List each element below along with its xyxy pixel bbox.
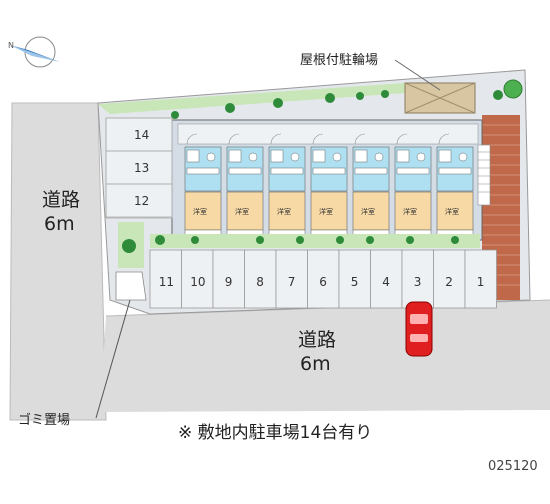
parking-space-8 — [244, 249, 277, 309]
svg-text:N: N — [8, 41, 14, 50]
parking-space-6 — [307, 249, 340, 309]
upper-parking-spaces: 14 13 12 — [105, 117, 173, 218]
apartment-unit: 洋室 — [226, 133, 264, 237]
road-left — [9, 102, 107, 421]
room-label: 洋室 — [277, 207, 291, 216]
parking-space-number: 13 — [134, 161, 149, 175]
room-label: 洋室 — [235, 207, 249, 216]
bicycle-parking-label: 屋根付駐輪場 — [300, 52, 378, 68]
parking-space-number: 11 — [159, 275, 174, 289]
road-left-label-1: 道路 — [42, 189, 80, 211]
lower-parking-spaces: 11 10 9 8 7 6 5 4 3 2 1 — [149, 249, 497, 309]
apartment-unit: 洋室 — [268, 133, 306, 237]
road-bottom-label-1: 道路 — [298, 329, 336, 351]
room-label: 洋室 — [319, 207, 333, 216]
road-bottom-label-2: 6m — [300, 353, 331, 375]
parking-space-11 — [149, 249, 182, 309]
parking-space-number: 10 — [190, 275, 205, 289]
parking-space-number: 9 — [225, 275, 233, 289]
unit-room — [310, 191, 348, 231]
tree-icon — [503, 79, 523, 99]
apartment-unit: 洋室 — [184, 133, 222, 237]
compass-icon: N — [8, 36, 60, 68]
upper-parking-block — [105, 117, 173, 219]
greenery-strip — [150, 234, 480, 248]
unit-room — [394, 191, 432, 231]
parking-space-1 — [464, 249, 497, 309]
parking-space-number: 6 — [319, 275, 327, 289]
room-label: 洋室 — [403, 207, 417, 216]
parking-space-4 — [370, 249, 403, 309]
parking-space-10 — [181, 249, 214, 309]
parking-space-number: 3 — [414, 275, 422, 289]
garbage-label: ゴミ置場 — [18, 412, 70, 428]
parking-space-number: 14 — [134, 128, 149, 142]
unit-room — [352, 191, 390, 231]
car-icon — [405, 301, 433, 357]
staircase — [477, 144, 491, 206]
parking-space-number: 12 — [134, 194, 149, 208]
property-code: 025120 — [488, 459, 538, 474]
greenery-top — [98, 82, 420, 114]
garbage-area — [115, 271, 147, 301]
apartment-unit: 洋室 — [352, 133, 390, 237]
parking-space-number: 7 — [288, 275, 296, 289]
parking-space-number: 1 — [477, 275, 485, 289]
shrub-row — [155, 235, 459, 245]
unit-room — [268, 191, 306, 231]
parking-space-12 — [105, 183, 173, 218]
parking-space-number: 8 — [256, 275, 264, 289]
shrub-top — [171, 90, 389, 119]
parking-space-2 — [433, 249, 466, 309]
room-label: 洋室 — [361, 207, 375, 216]
parking-note: ※ 敷地内駐車場14台有り — [178, 423, 372, 443]
unit-room — [436, 191, 474, 231]
parking-space-number: 4 — [382, 275, 390, 289]
apartment-unit: 洋室 — [436, 133, 474, 237]
parking-space-9 — [212, 249, 245, 309]
road-bottom — [100, 300, 550, 412]
room-label: 洋室 — [445, 207, 459, 216]
parking-space-5 — [338, 249, 371, 309]
parking-space-number: 5 — [351, 275, 359, 289]
apartment-units: 洋室 洋室 洋室 洋室 洋室 洋室 洋室 — [184, 133, 474, 237]
unit-room — [184, 191, 222, 231]
apartment-unit: 洋室 — [394, 133, 432, 237]
road-left-label-2: 6m — [44, 213, 75, 235]
room-label: 洋室 — [193, 207, 207, 216]
corridor — [177, 123, 479, 145]
parking-space-number: 2 — [445, 275, 453, 289]
apartment-unit: 洋室 — [310, 133, 348, 237]
brick-pattern — [482, 124, 520, 286]
